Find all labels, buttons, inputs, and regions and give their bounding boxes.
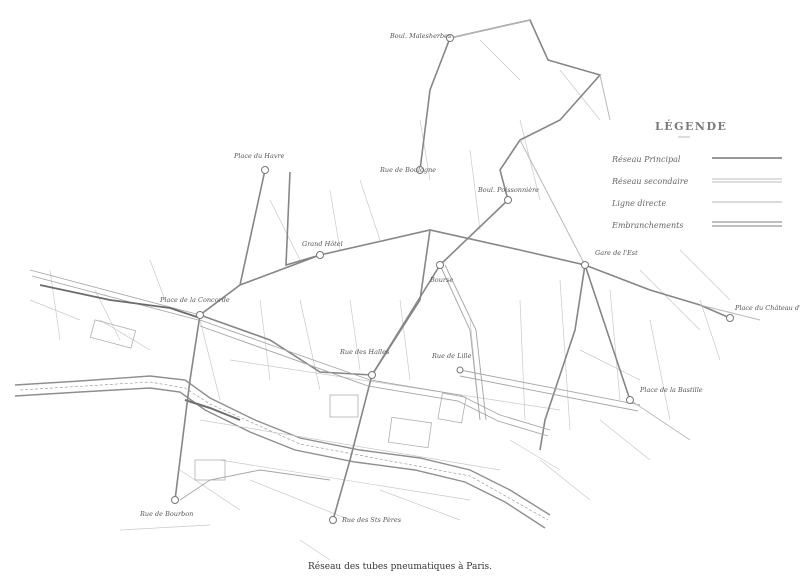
station-grand-hotel: Grand Hôtel (302, 240, 343, 259)
station-label: Gare de l'Est (595, 249, 638, 257)
station-label: Boul. Poissonnière (477, 186, 539, 194)
station-boul-poissonniere: Boul. Poissonnière (477, 186, 539, 204)
station-label: Place du Havre (233, 152, 285, 160)
station-bourse: Bourse (429, 261, 453, 284)
station-rue-des-sts-peres: Rue des Sts Pères (329, 516, 402, 524)
station-place-de-la-concorde: Place de la Concorde (159, 296, 230, 319)
legend-label: Réseau Principal (611, 155, 681, 164)
river-seine (14, 375, 551, 529)
legend-item-embranchements: Embranchements (611, 221, 782, 230)
station-label: Rue de Bourbon (139, 510, 193, 518)
legend-label: Réseau secondaire (611, 177, 689, 186)
legend: LÉGENDE Réseau Principal Réseau secondai… (611, 119, 782, 230)
station-label: Bourse (429, 276, 453, 284)
station-place-du-chateau-d-eau: Place du Château d'Eau (726, 304, 800, 322)
stations: Boul. Malesherbes Place du Havre Rue de … (139, 32, 800, 524)
station-label: Boul. Malesherbes (389, 32, 452, 40)
legend-item-directe: Ligne directe (611, 199, 782, 208)
legend-label: Embranchements (611, 221, 683, 230)
station-gare-de-l-est: Gare de l'Est (581, 249, 638, 269)
station-rue-de-lille: Rue de Lille (431, 352, 472, 374)
station-rue-de-bourbon: Rue de Bourbon (139, 496, 193, 518)
legend-swatch (712, 178, 782, 183)
station-boul-malesherbes: Boul. Malesherbes (389, 32, 454, 42)
station-rue-de-boulogne: Rue de Boulogne (379, 166, 436, 174)
legend-item-principal: Réseau Principal (611, 155, 782, 164)
station-place-de-la-bastille: Place de la Bastille (626, 386, 703, 404)
station-label: Rue de Lille (431, 352, 472, 360)
station-label: Place du Château d'Eau (734, 304, 800, 312)
direct-line (449, 19, 761, 441)
map-caption: Réseau des tubes pneumatiques à Paris. (308, 562, 492, 572)
legend-title: LÉGENDE (655, 119, 727, 133)
principal-network (174, 19, 731, 521)
station-rue-des-halles: Rue des Halles (339, 348, 390, 379)
station-place-du-havre: Place du Havre (233, 152, 285, 174)
station-label: Grand Hôtel (302, 240, 343, 248)
embranchement-line (39, 284, 201, 319)
legend-item-secondaire: Réseau secondaire (611, 177, 782, 186)
legend-swatch (712, 221, 782, 227)
station-label: Rue des Sts Pères (341, 516, 402, 524)
legend-label: Ligne directe (611, 199, 666, 208)
station-label: Rue de Boulogne (379, 166, 436, 174)
secondary-network (29, 264, 641, 501)
street-grid (29, 39, 731, 561)
station-label: Place de la Concorde (159, 296, 230, 304)
building-blocks (89, 319, 467, 481)
station-label: Rue des Halles (339, 348, 390, 356)
station-label: Place de la Bastille (639, 386, 703, 394)
